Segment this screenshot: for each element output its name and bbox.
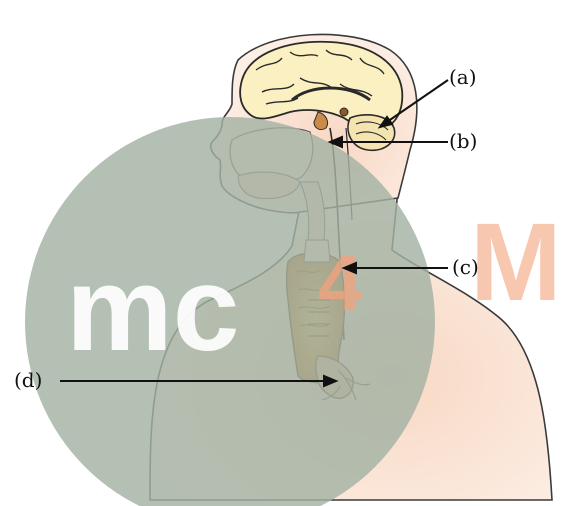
watermark-logo-text: mc (66, 242, 239, 376)
label-b: (b) (449, 131, 477, 151)
label-c: (c) (452, 257, 479, 277)
watermark-logo-digit: 4 (318, 238, 363, 327)
watermark-logo-letter: M (470, 201, 562, 324)
pineal (340, 108, 348, 116)
label-d: (d) (14, 370, 42, 390)
label-a: (a) (449, 67, 477, 87)
